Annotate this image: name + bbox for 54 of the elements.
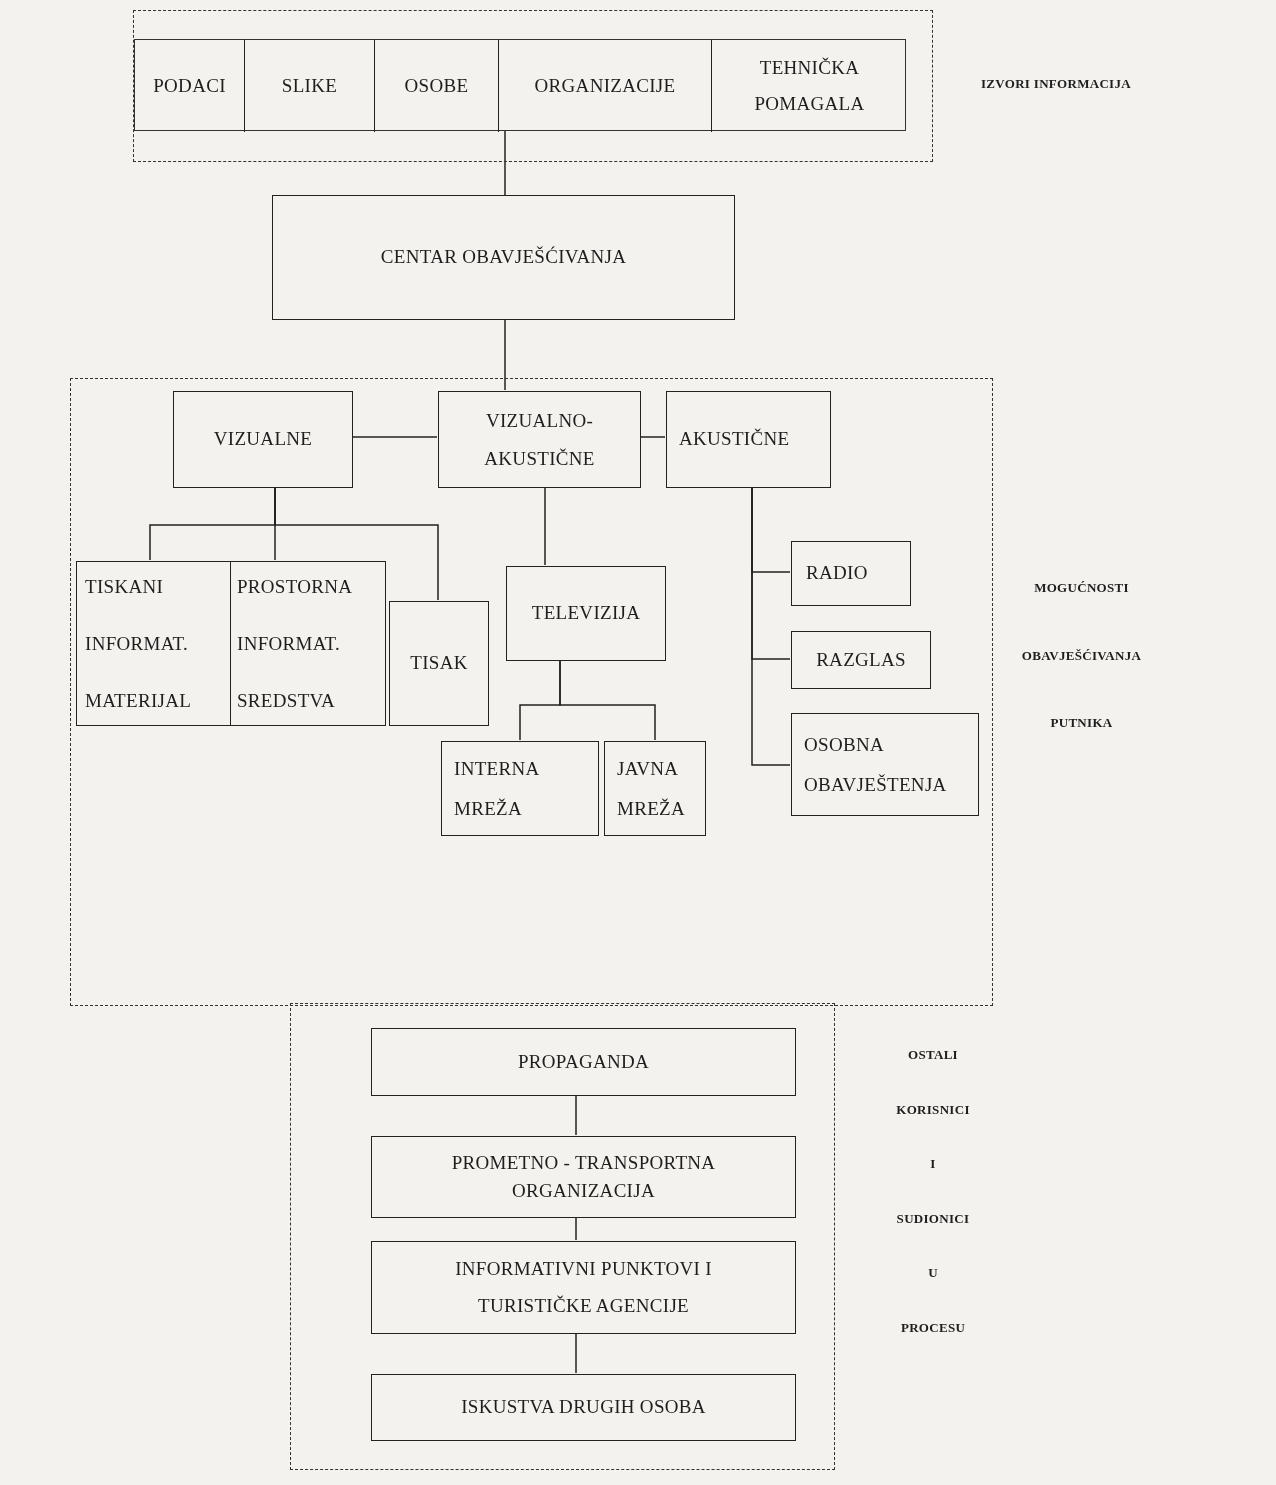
box-label: INFORMATIVNI PUNKTOVI I TURISTIČKE AGENCIJE [454, 1257, 713, 1318]
box-label: PROMETNO - TRANSPORTNA ORGANIZACIJA [450, 1151, 717, 1203]
connector-line [504, 129, 506, 196]
row-box [134, 39, 906, 131]
box-label: JAVNA MREŽA [617, 756, 686, 821]
process-box [371, 1374, 796, 1441]
process-box [76, 561, 231, 726]
process-box [371, 1136, 796, 1218]
process-box [389, 601, 489, 726]
box-label: PODACI [153, 73, 226, 98]
box-label: CENTAR OBAVJEŠĆIVANJA [380, 245, 627, 270]
connector-line [504, 319, 506, 391]
box-label: TEHNIČKA POMAGALA [753, 55, 866, 116]
connector-line [575, 1332, 577, 1374]
connector-line [544, 486, 546, 566]
process-box [791, 631, 931, 689]
process-box [604, 741, 706, 836]
connector-line [274, 486, 439, 601]
process-box [272, 195, 735, 320]
box-label: TISAK [410, 651, 468, 676]
connector-line [575, 1216, 577, 1241]
group-heading: IZVORI INFORMACIJA [980, 75, 1132, 93]
process-box [791, 541, 911, 606]
process-box [438, 391, 641, 488]
box-label: AKUSTIČNE [679, 427, 790, 452]
process-box [441, 741, 599, 836]
process-box [173, 391, 353, 488]
box-label: TISKANI INFORMAT. MATERIJAL [85, 575, 193, 713]
connector-line [575, 1094, 577, 1136]
box-label: SLIKE [281, 73, 338, 98]
box-label: PROPAGANDA [517, 1049, 650, 1074]
process-box [230, 561, 386, 726]
box-label: VIZUALNO- AKUSTIČNE [483, 408, 596, 471]
box-label: OSOBNA OBAVJEŠTENJA [804, 732, 948, 797]
connector-line [351, 436, 438, 438]
process-box [371, 1028, 796, 1096]
box-label: PROSTORNA INFORMAT. SREDSTVA [237, 575, 353, 713]
box-label: RAZGLAS [816, 647, 906, 672]
box-label: ISKUSTVA DRUGIH OSOBA [461, 1395, 706, 1420]
group-heading: MOGUĆNOSTI OBAVJEŠĆIVANJA PUTNIKA [1020, 579, 1143, 733]
box-label: RADIO [806, 561, 868, 586]
box-label: OSOBE [404, 73, 469, 98]
process-box [506, 566, 666, 661]
process-box [666, 391, 831, 488]
box-label: VIZUALNE [213, 427, 313, 452]
box-label: INTERNA MREŽA [454, 756, 540, 821]
connector-line [751, 486, 791, 766]
process-box [791, 713, 979, 816]
group-heading: OSTALI KORISNICI I SUDIONICI U PROCESU [895, 1046, 971, 1337]
connector-line [639, 436, 666, 438]
box-label: TELEVIZIJA [531, 601, 641, 626]
connector-line [559, 659, 656, 741]
box-label: ORGANIZACIJE [534, 73, 676, 98]
process-box [371, 1241, 796, 1334]
